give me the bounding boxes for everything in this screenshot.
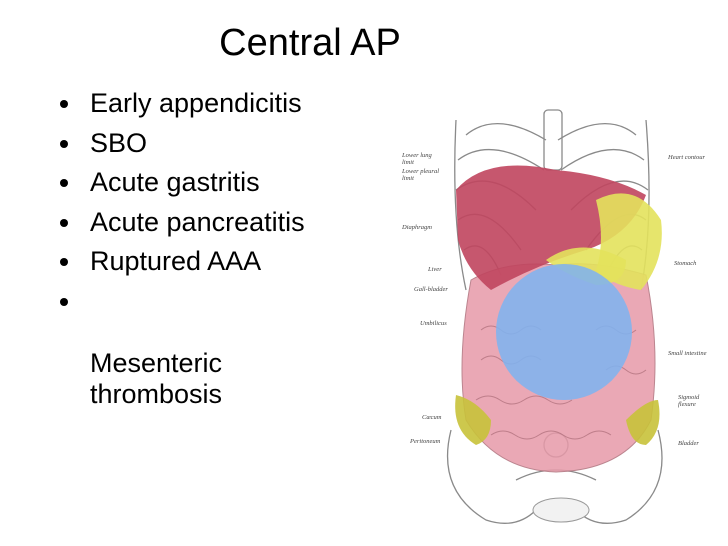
- bullet-dot-icon: [60, 258, 68, 266]
- label-peritoneum: Peritoneum: [410, 438, 441, 445]
- label-diaphragm: Diaphragm: [402, 224, 432, 231]
- bullet-text: Early appendicitis: [90, 88, 302, 118]
- abdominal-anatomy-figure: Lower lung limit Lower pleural limit Dia…: [396, 100, 716, 546]
- bullet-item: Early appendicitis: [60, 88, 360, 119]
- bullet-list: Early appendicitis SBO Acute gastritis A…: [60, 88, 360, 418]
- label-bladder: Bladder: [678, 440, 699, 447]
- label-umbilicus: Umbilicus: [420, 320, 447, 327]
- bullet-item: SBO: [60, 128, 360, 159]
- label-small-intestine: Small intestine: [668, 350, 707, 357]
- bullet-text: Ruptured AAA: [90, 246, 262, 276]
- label-gall-bladder: Gall-bladder: [414, 286, 448, 293]
- bullet-text: Acute pancreatitis: [90, 206, 305, 237]
- label-liver: Liver: [428, 266, 442, 273]
- bullet-item: Acute gastritis: [60, 167, 360, 198]
- bullet-text: Mesenteric thrombosis: [90, 347, 223, 409]
- bladder: [532, 497, 590, 523]
- bullet-dot-icon: [60, 100, 68, 108]
- label-heart-contour: Heart contour: [668, 154, 706, 161]
- slide-title: Central AP: [219, 22, 401, 64]
- bullet-text: SBO: [90, 127, 148, 158]
- label-sigmoid-flexure: Sigmoid flexure: [678, 394, 700, 408]
- bullet-dot-icon: [60, 179, 68, 187]
- label-caecum: Cæcum: [422, 414, 442, 421]
- bullet-dot-icon: [60, 218, 68, 227]
- bullet-text: Acute gastritis: [90, 167, 260, 197]
- bullet-dot-icon: [60, 139, 68, 148]
- bullet-item: Acute pancreatitis: [60, 207, 360, 238]
- bullet-item: Ruptured AAA: [60, 246, 360, 277]
- anatomy-illustration: [447, 109, 663, 524]
- label-stomach: Stomach: [674, 260, 697, 267]
- liver: [456, 165, 646, 290]
- bullet-item: Mesenteric thrombosis: [60, 286, 360, 410]
- bullet-dot-icon: [60, 297, 68, 306]
- central-ap-region: [496, 264, 632, 400]
- label-lower-pleural-limit: Lower pleural limit: [402, 168, 440, 182]
- colon: [455, 395, 491, 445]
- label-lower-lung-limit: Lower lung limit: [402, 152, 432, 166]
